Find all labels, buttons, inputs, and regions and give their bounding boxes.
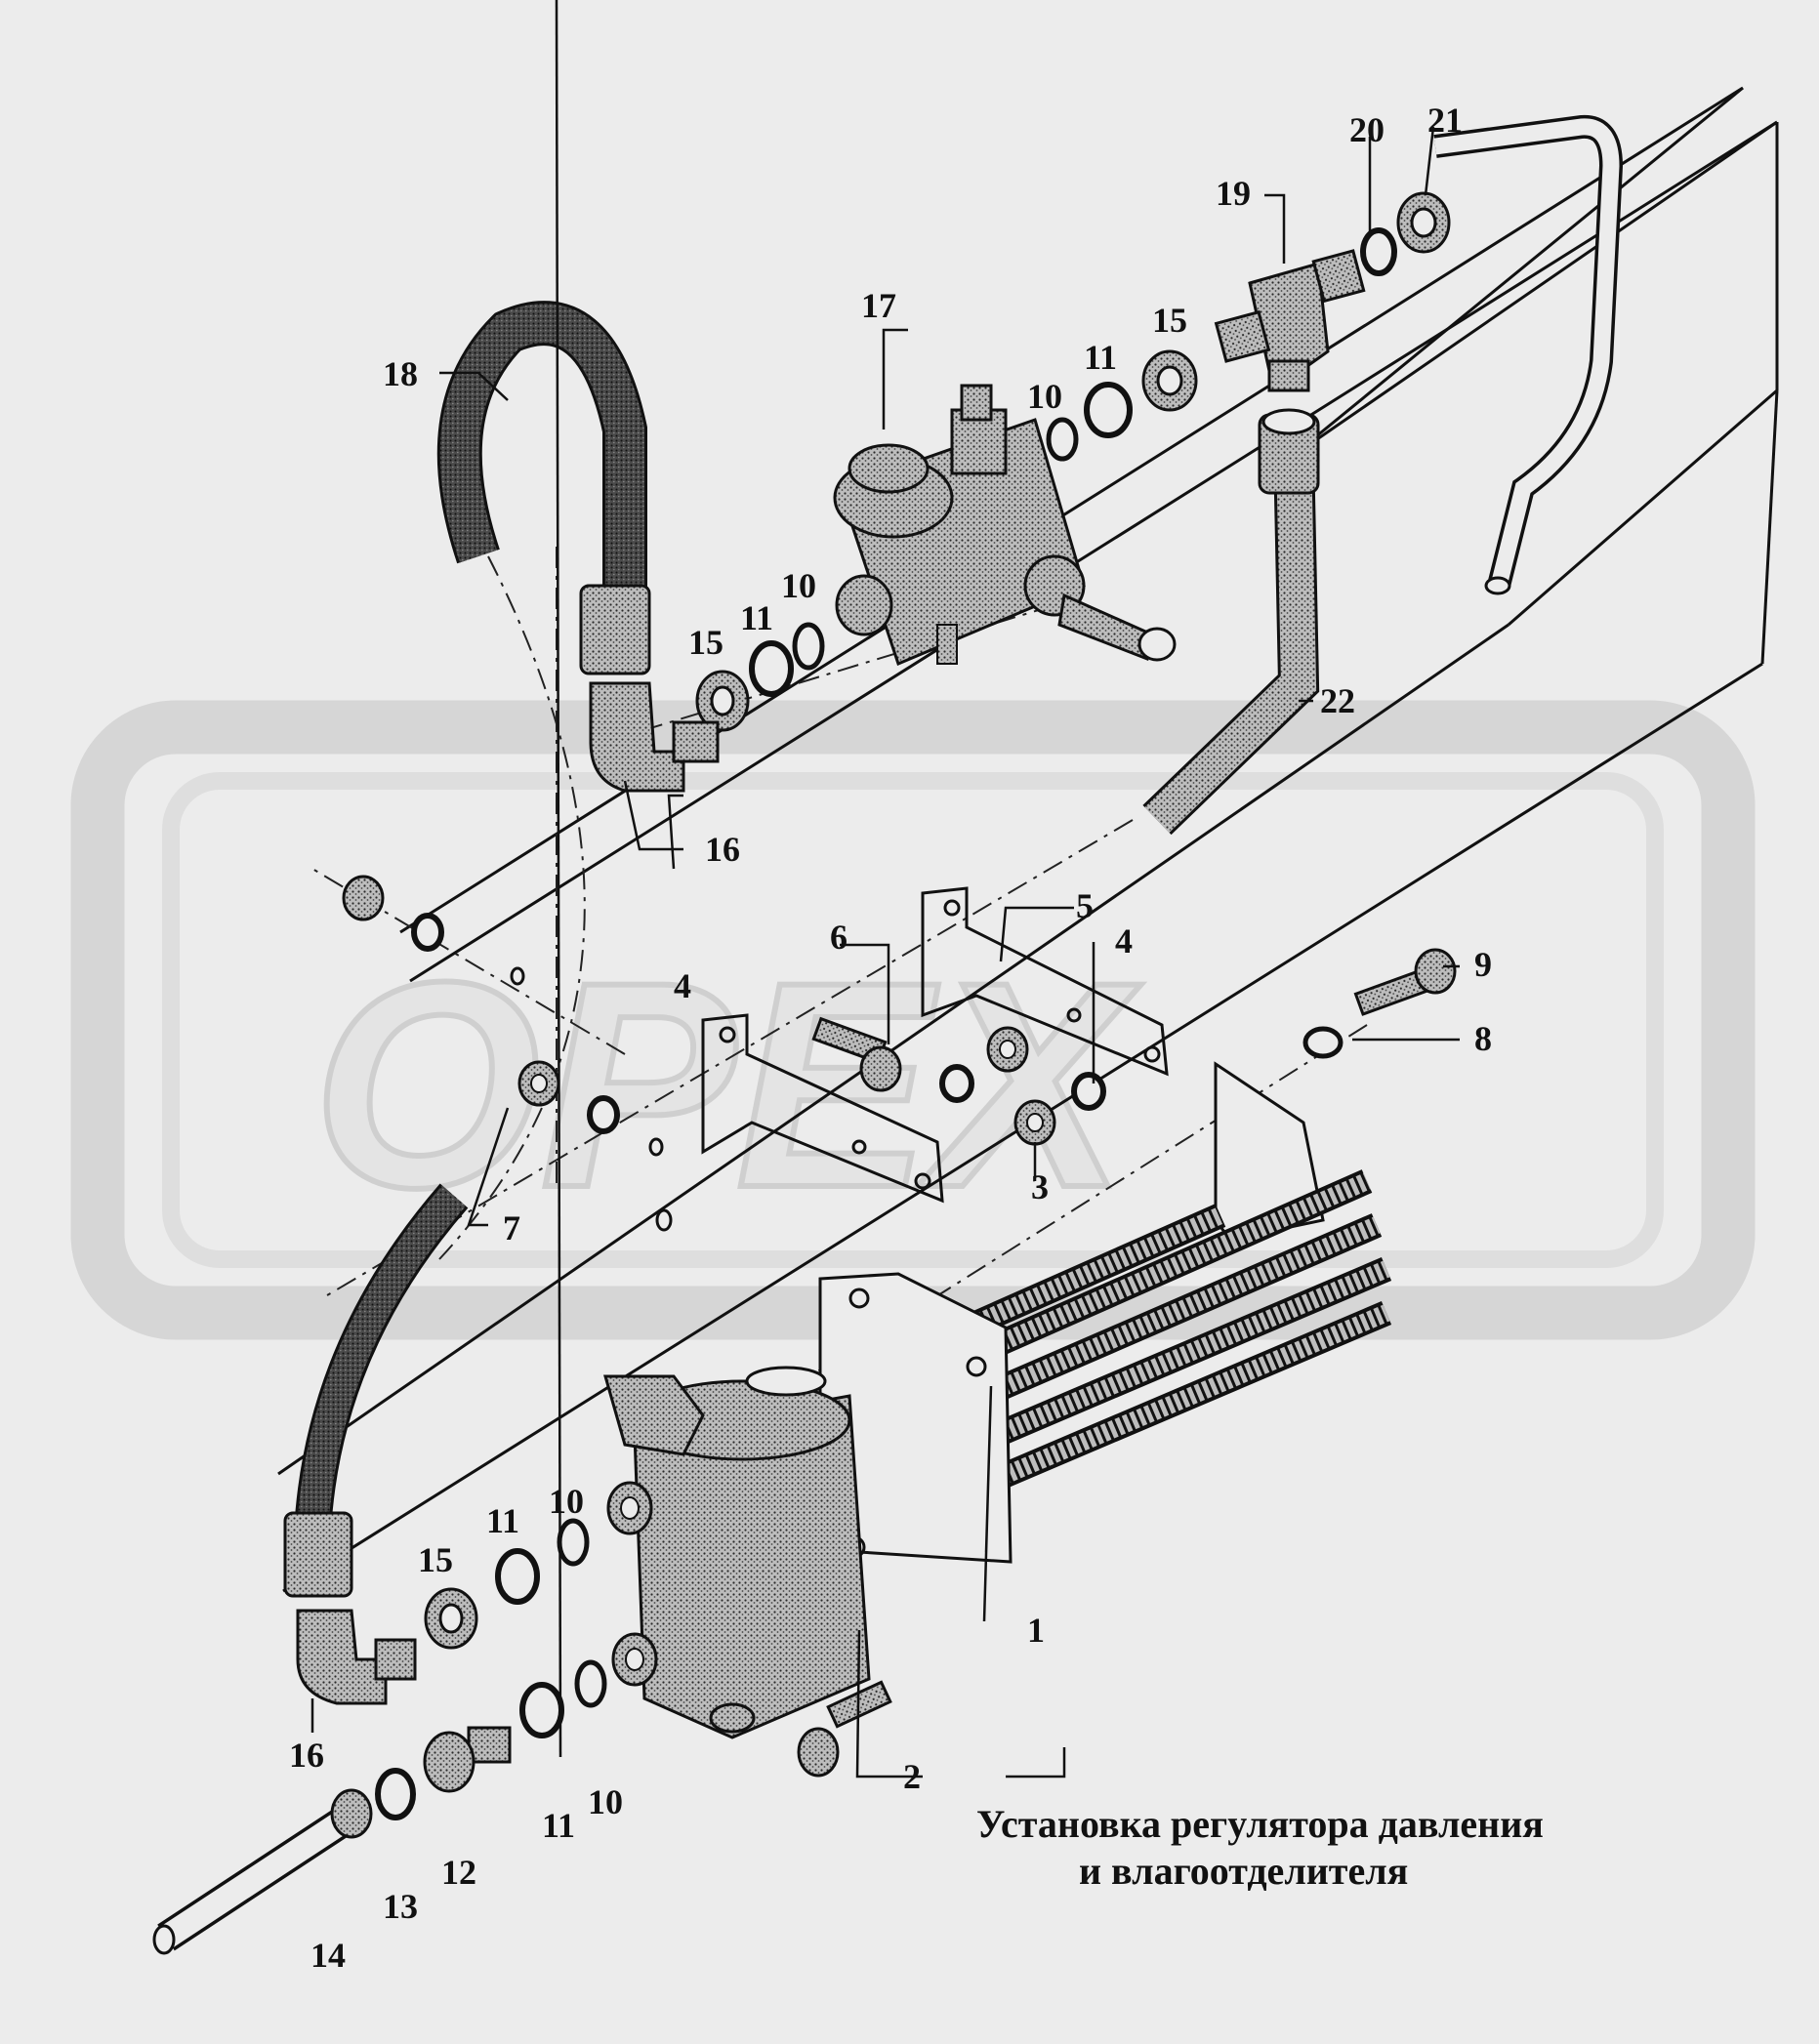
caption-line-1: Установка регулятора давления (976, 1802, 1544, 1846)
elbow-16-lower (296, 1609, 417, 1705)
label-part-5: 5 (1076, 886, 1094, 925)
washer-11-bottom (519, 1682, 564, 1738)
tee-19 (1214, 249, 1366, 392)
label-part-16-lower: 16 (289, 1736, 324, 1775)
ring-10-lower (557, 1518, 590, 1567)
label-part-15-upper: 15 (1152, 301, 1187, 340)
label-part-10-lower: 10 (549, 1482, 584, 1521)
bracket-lower (701, 1013, 944, 1204)
nut-15-upper (1141, 349, 1198, 412)
bracket-5 (921, 886, 1169, 1077)
hose-22 (1142, 408, 1320, 836)
bolt-6 (811, 1016, 902, 1092)
washer-8 (1302, 1026, 1344, 1059)
part-labels: 1 2 3 4 4 5 6 7 8 9 10 10 10 10 11 11 11… (289, 101, 1492, 1975)
label-part-10-upper: 10 (1027, 377, 1062, 416)
label-part-21: 21 (1427, 101, 1463, 140)
ring-10-upper (1046, 417, 1079, 462)
hole-c (655, 1208, 673, 1232)
pressure-regulator-17 (833, 384, 1177, 667)
label-part-15-mid: 15 (688, 623, 723, 662)
nut-3-a (986, 1026, 1029, 1073)
label-part-20: 20 (1349, 110, 1385, 149)
fitting-12 (423, 1726, 512, 1793)
hose-lower (283, 1183, 469, 1598)
label-part-10-mid: 10 (781, 566, 816, 605)
tube-21 (1433, 114, 1624, 595)
caption-line-2: и влагоотделителя (1079, 1849, 1409, 1893)
nut-3-b (1013, 1099, 1056, 1146)
elbow-16-upper (589, 681, 720, 793)
washer-11-upper (1084, 382, 1133, 438)
label-part-6: 6 (830, 918, 847, 957)
label-part-7: 7 (503, 1208, 520, 1247)
hole-b (648, 1137, 664, 1157)
label-part-8: 8 (1474, 1019, 1492, 1058)
label-part-11-lower: 11 (486, 1501, 519, 1540)
label-part-4-right: 4 (1115, 921, 1133, 961)
nut-7 (517, 1060, 560, 1107)
label-part-11-mid: 11 (740, 598, 773, 637)
label-part-16-upper: 16 (705, 830, 740, 869)
hole-a (510, 966, 525, 986)
label-part-11-bottom: 11 (542, 1806, 575, 1845)
nut-15-mid (695, 670, 750, 732)
diagram-caption: Установка регулятора давления и влагоотд… (976, 1801, 1718, 1895)
washer-7 (587, 1095, 620, 1134)
moisture-separator (603, 1366, 871, 1739)
ring-10-bottom (574, 1659, 607, 1708)
label-part-19: 19 (1216, 174, 1251, 213)
tube-14 (152, 1788, 373, 1955)
label-part-10-bottom: 10 (588, 1782, 623, 1821)
label-part-3: 3 (1031, 1167, 1049, 1206)
label-part-11-upper: 11 (1084, 338, 1117, 377)
label-part-18: 18 (383, 354, 418, 393)
leader-lines (310, 0, 1460, 1778)
nut-15-lower (424, 1587, 478, 1650)
label-part-14: 14 (310, 1936, 346, 1975)
label-part-1: 1 (1027, 1611, 1045, 1650)
bolt-9 (1353, 948, 1457, 1016)
cooler-coil (818, 1061, 1392, 1564)
ring-10-mid (792, 622, 825, 671)
ring-13 (375, 1768, 416, 1820)
nut-left-top (342, 875, 385, 921)
washer-4-b (1071, 1072, 1106, 1111)
label-part-22: 22 (1320, 681, 1355, 720)
ring-20 (1360, 227, 1397, 276)
label-part-17: 17 (861, 286, 896, 325)
label-part-2: 2 (903, 1757, 921, 1796)
label-part-9: 9 (1474, 945, 1492, 984)
washer-left-top (411, 913, 444, 952)
washer-11-lower (495, 1548, 540, 1605)
washer-4-a (939, 1064, 974, 1103)
washer-11-mid (749, 640, 794, 697)
hose-18 (436, 301, 651, 675)
label-part-15-lower: 15 (418, 1540, 453, 1579)
label-part-13: 13 (383, 1887, 418, 1926)
label-part-4-left: 4 (674, 966, 691, 1005)
nut-21 (1396, 191, 1451, 254)
label-part-12: 12 (441, 1853, 476, 1892)
